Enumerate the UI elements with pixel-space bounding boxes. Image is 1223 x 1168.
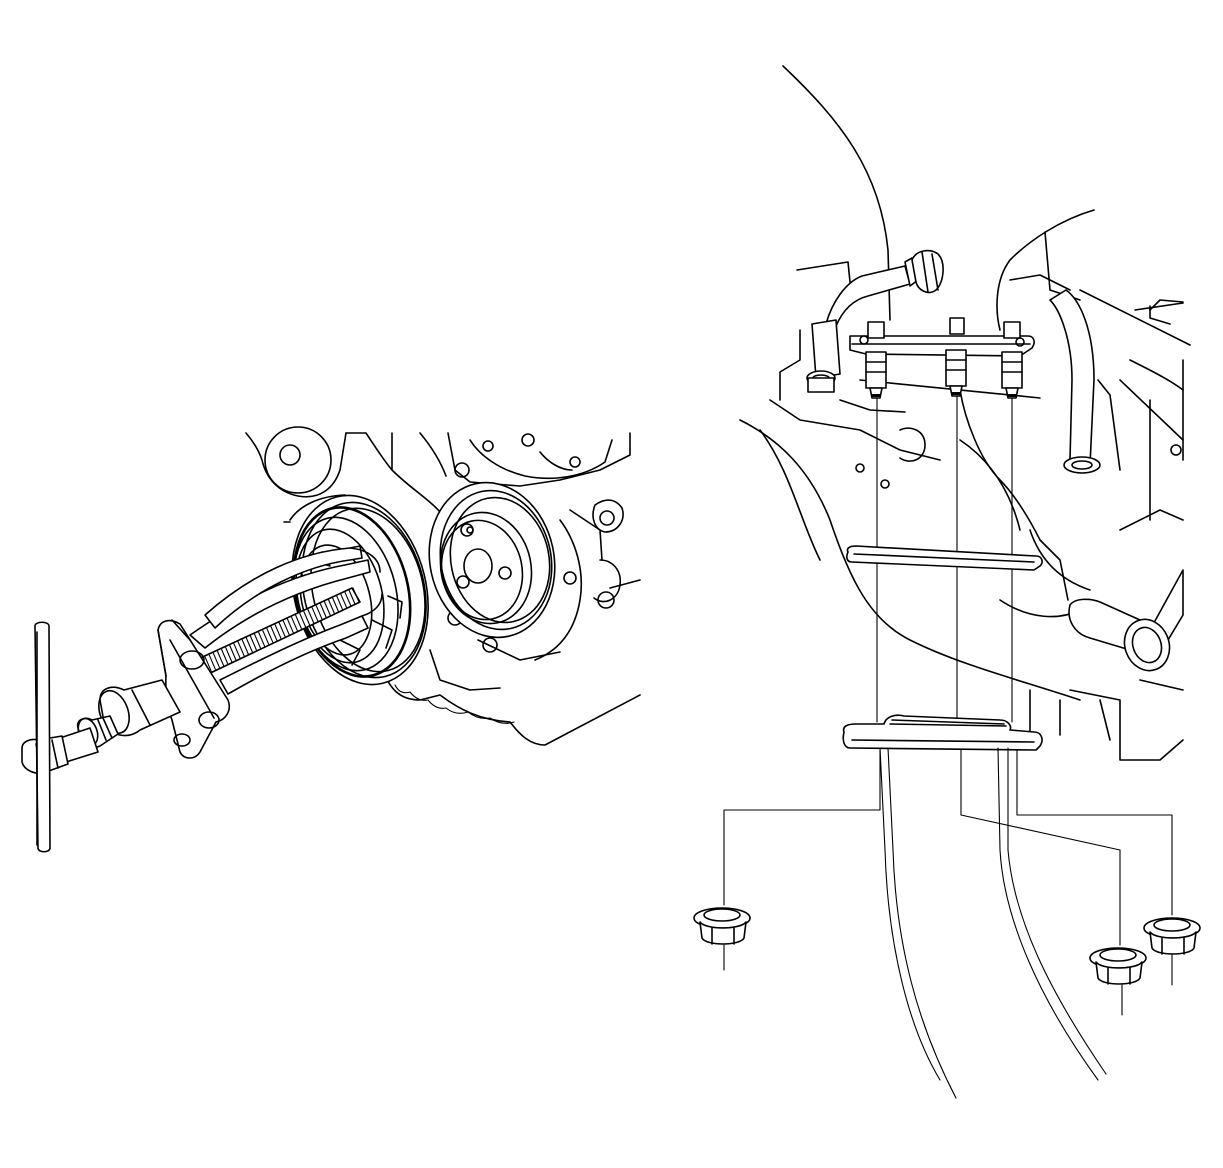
thread-line (344, 591, 352, 607)
engine-front-cover (245, 426, 641, 746)
thread-line (286, 618, 294, 634)
screw-collar (76, 679, 181, 749)
injector-bracket (849, 335, 1035, 357)
thread-line (278, 622, 286, 638)
screw-threads (196, 587, 360, 676)
thread-line (212, 652, 220, 668)
thread-line (327, 598, 335, 615)
forcing-screw (195, 587, 361, 677)
thread-line (258, 631, 266, 647)
lower-retainer-bracket (842, 714, 1043, 751)
upper-retainer-plate (846, 545, 1043, 571)
hex-nut-right (1143, 917, 1201, 955)
thread-line (270, 625, 278, 641)
thread-line (221, 648, 229, 665)
fuel-line-fitting (806, 249, 944, 393)
thread-line (245, 637, 253, 653)
thread-line (290, 616, 298, 632)
thread-line (225, 647, 233, 663)
thread-line (340, 593, 348, 609)
thread-line (348, 589, 356, 605)
thread-line (241, 639, 249, 655)
thread-line (282, 620, 290, 636)
intake-housing (739, 65, 1081, 701)
thread-line (352, 587, 360, 603)
coolant-tube (1049, 289, 1184, 641)
fuel-feed-lines (879, 747, 1107, 1099)
thread-line (315, 604, 323, 620)
thread-line (294, 614, 303, 630)
thread-line (237, 641, 245, 657)
injector-stud-left (865, 321, 887, 399)
hex-drive-bolt (21, 727, 99, 775)
thread-line (323, 600, 331, 616)
thread-line (303, 610, 311, 626)
thread-line (274, 623, 282, 640)
thread-line (262, 629, 270, 645)
left-illustration (21, 426, 641, 853)
hex-nut-middle (1089, 947, 1147, 985)
right-illustration (693, 65, 1201, 1099)
thread-line (208, 654, 216, 670)
puller-jaws (189, 545, 383, 695)
injector-stud-right (1001, 321, 1023, 399)
thread-line (204, 656, 212, 672)
thread-line (216, 650, 225, 666)
thread-line (233, 643, 241, 659)
thread-line (319, 602, 327, 618)
engine-block-right (996, 209, 1191, 761)
puller-yoke (157, 619, 231, 759)
thread-line (307, 608, 315, 624)
lower-cross-tube (1068, 598, 1171, 672)
thread-line (311, 606, 319, 622)
thread-line (331, 597, 340, 613)
leader-lines (723, 749, 1173, 1016)
water-pump-pulley (428, 481, 556, 639)
hex-nut-left (693, 907, 751, 945)
thread-line (229, 645, 237, 661)
thread-line (266, 627, 274, 643)
thread-line (249, 635, 257, 651)
t-handle-bar (34, 621, 51, 853)
thread-line (253, 633, 262, 649)
thread-line (336, 595, 344, 611)
injector-stud-center (945, 317, 967, 397)
thread-line (299, 612, 307, 628)
